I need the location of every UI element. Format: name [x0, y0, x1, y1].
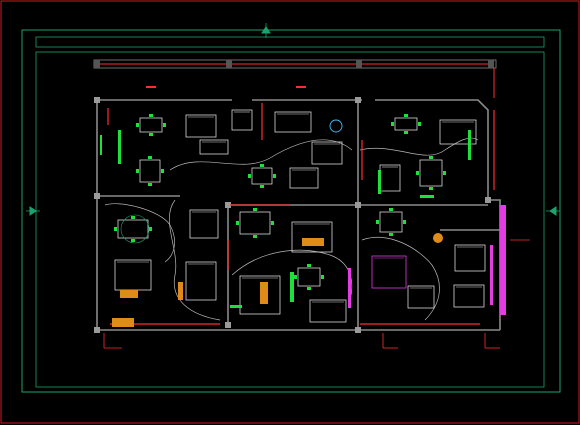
right-axis-marker-icon: [546, 206, 560, 216]
table-7-chair-l: [236, 221, 239, 225]
shelf-green-2: [378, 170, 381, 194]
dining-table-4-chair-b: [404, 131, 408, 134]
outer-frame: [21, 29, 561, 393]
sofa-12: [291, 221, 333, 253]
table-9-chair-t: [389, 208, 393, 211]
dining-table-4-chair-t: [404, 114, 408, 117]
shelf-green-6: [230, 305, 242, 308]
sofa-6: [289, 167, 319, 189]
drawing-area-frame: [35, 51, 545, 388]
sofa-7: [439, 119, 477, 145]
sofa-11: [185, 261, 217, 301]
table-7-chair-b: [253, 235, 257, 238]
table-5-chair-t: [429, 156, 433, 159]
table-7: [239, 211, 271, 235]
shelf-magenta-1: [490, 245, 493, 305]
lounge-orange-1: [112, 318, 134, 327]
table-9-chair-b: [389, 233, 393, 236]
round-area-1: [120, 214, 150, 244]
dining-table-6-chair-b: [131, 239, 135, 242]
sofa-2: [231, 109, 253, 131]
sofa-10: [189, 209, 219, 239]
dining-table-6: [117, 219, 149, 239]
dining-table-4-chair-r: [418, 122, 421, 126]
dining-table-2-chair-t: [148, 156, 152, 159]
sofa-5: [311, 141, 343, 165]
sofa-orange-2: [260, 282, 268, 304]
table-5-chair-b: [429, 187, 433, 190]
inner-frame: [35, 36, 545, 48]
dining-table-4-chair-l: [391, 122, 394, 126]
furniture-layer: [100, 86, 506, 327]
table-3-chair-l: [248, 174, 251, 178]
dining-table-1-chair-t: [149, 114, 153, 117]
sofa-1: [185, 114, 217, 138]
dining-table-6-chair-r: [149, 227, 152, 231]
table-9: [379, 211, 403, 233]
dining-table-1: [139, 117, 163, 133]
dining-table-2-chair-r: [161, 169, 164, 173]
sofa-17: [453, 284, 485, 308]
shelf-green-7: [420, 195, 434, 198]
table-9-chair-r: [403, 220, 406, 224]
table-8-chair-b: [307, 287, 311, 290]
table-9-chair-l: [376, 220, 379, 224]
table-8: [297, 267, 321, 287]
shelf-green-4: [290, 272, 294, 302]
shelf-green-5: [100, 135, 102, 155]
sofa-8: [379, 164, 401, 192]
sofa-orange-1: [302, 238, 324, 246]
section-marker-icon: [103, 239, 530, 349]
sofa-3: [199, 139, 229, 155]
table-5: [419, 159, 443, 187]
table-3-chair-r: [273, 174, 276, 178]
dining-table-2-chair-l: [136, 169, 139, 173]
table-8-chair-t: [307, 264, 311, 267]
sofa-9: [114, 259, 152, 291]
zone-outlines: [104, 137, 479, 321]
table-8-chair-r: [321, 275, 324, 279]
table-3: [251, 167, 273, 185]
shelf-magenta-2: [348, 268, 351, 308]
dining-table-1-chair-l: [136, 123, 139, 127]
chair-orange-1: [433, 233, 443, 243]
table-7-chair-t: [253, 208, 257, 211]
round-table-1: [329, 119, 343, 133]
table-8-chair-l: [294, 275, 297, 279]
building-walls: [96, 99, 501, 331]
table-5-chair-l: [416, 171, 419, 175]
dining-table-6-chair-t: [131, 216, 135, 219]
wall-magenta-1: [500, 205, 506, 315]
label-mark-2: [296, 86, 306, 88]
label-mark-1: [146, 86, 156, 88]
dining-table-2-chair-b: [148, 183, 152, 186]
table-7-chair-r: [271, 221, 274, 225]
table-3-chair-t: [260, 164, 264, 167]
dining-table-4: [394, 117, 418, 131]
bed-orange-1: [120, 290, 138, 298]
sofa-magenta-1: [371, 255, 407, 289]
shelf-green-3: [468, 130, 471, 160]
top-facade: [93, 59, 497, 98]
dining-table-1-chair-b: [149, 133, 153, 136]
table-3-chair-b: [260, 185, 264, 188]
north-marker-icon: [261, 23, 271, 38]
columns: [94, 97, 491, 333]
left-axis-marker-icon: [26, 206, 40, 216]
dining-table-2: [139, 159, 161, 183]
sofa-16: [454, 244, 486, 272]
dining-table-1-chair-r: [163, 123, 166, 127]
red-highlights: [107, 103, 495, 325]
shelf-green-1: [118, 130, 121, 164]
sofa-13: [239, 275, 281, 315]
sofa-14: [309, 299, 347, 323]
bench-orange-1: [178, 282, 183, 300]
dining-table-6-chair-l: [114, 227, 117, 231]
table-5-chair-r: [443, 171, 446, 175]
sofa-4: [274, 111, 312, 133]
sofa-15: [407, 285, 435, 309]
